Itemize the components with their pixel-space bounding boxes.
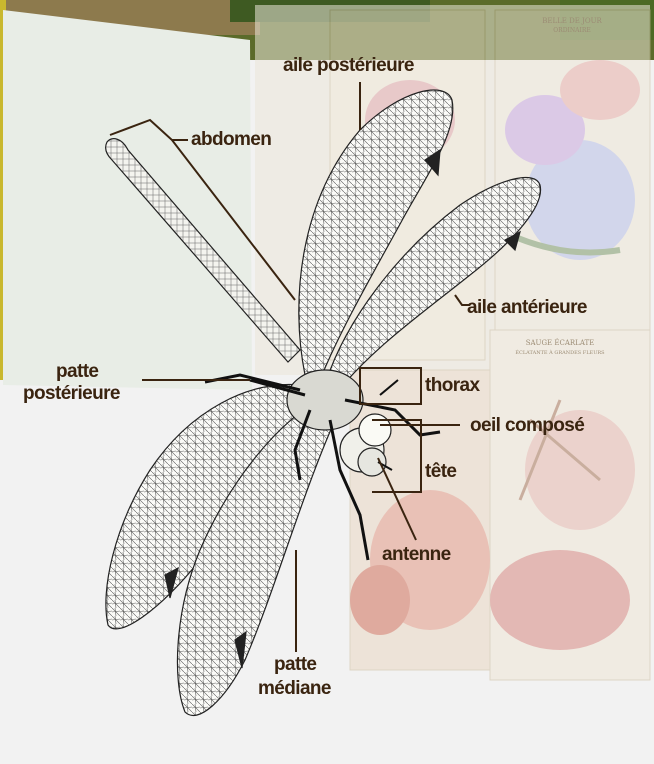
label-antenne: antenne xyxy=(382,545,451,565)
card2-sub: ÉCLATANTE À GRANDES FLEURS xyxy=(515,348,605,356)
label-aile-posterieure: aile postérieure xyxy=(283,56,414,76)
label-tete: tête xyxy=(425,462,456,482)
card2-title: SAUGE ÉCARLATE xyxy=(526,338,595,347)
label-aile-anterieure: aile antérieure xyxy=(467,298,587,318)
card1-title: BELLE DE JOUR xyxy=(542,17,602,25)
left-panel xyxy=(3,10,252,390)
label-patte-posterieure-line1: patte xyxy=(56,362,98,382)
card1-sub: ORDINAIRE xyxy=(553,27,590,34)
label-thorax: thorax xyxy=(425,376,479,396)
label-patte-posterieure-line2: postérieure xyxy=(23,384,120,404)
label-oeil-compose: oeil composé xyxy=(470,416,584,436)
label-patte-mediane-line2: médiane xyxy=(258,679,331,699)
label-abdomen: abdomen xyxy=(191,130,271,150)
compound-eye xyxy=(359,414,391,446)
label-patte-mediane-line1: patte xyxy=(274,655,316,675)
